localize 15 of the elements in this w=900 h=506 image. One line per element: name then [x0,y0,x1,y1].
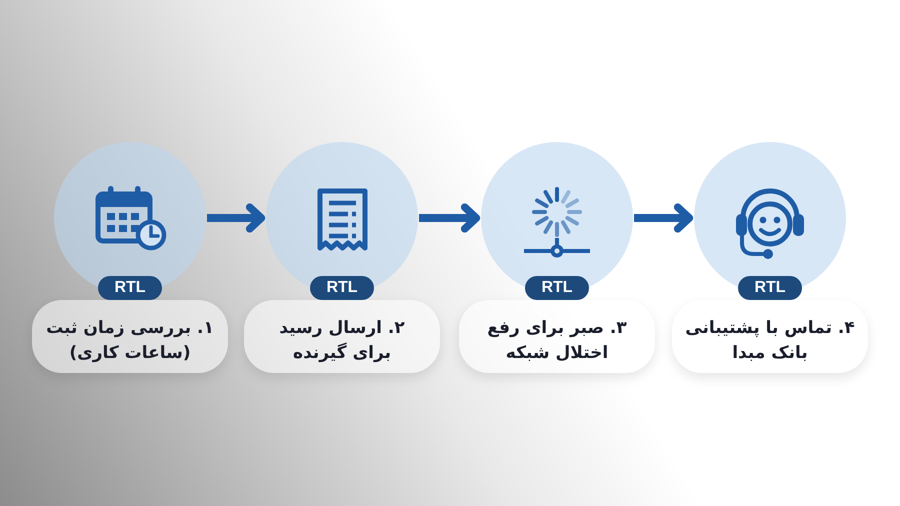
step-card [672,300,868,373]
tag-pill: RTL [310,276,374,300]
step-label: ۱. بررسی زمان ثبت (ساعات کاری) [45,316,215,364]
arrow [207,203,266,233]
step-label: ۲. ارسال رسید برای گیرنده [278,316,406,364]
tag-pill: RTL [525,276,589,300]
tag-pill: RTL [738,276,802,300]
arrow [634,203,694,233]
arrow [419,203,480,233]
step-card [32,300,228,373]
step-card [244,300,440,373]
step-label: ۴. تماس با پشتیبانی بانک مبدا [684,316,856,364]
step-card [459,300,655,373]
tag-pill: RTL [98,276,162,300]
step-label: ۳. صبر برای رفع اختلال شبکه [486,316,628,364]
